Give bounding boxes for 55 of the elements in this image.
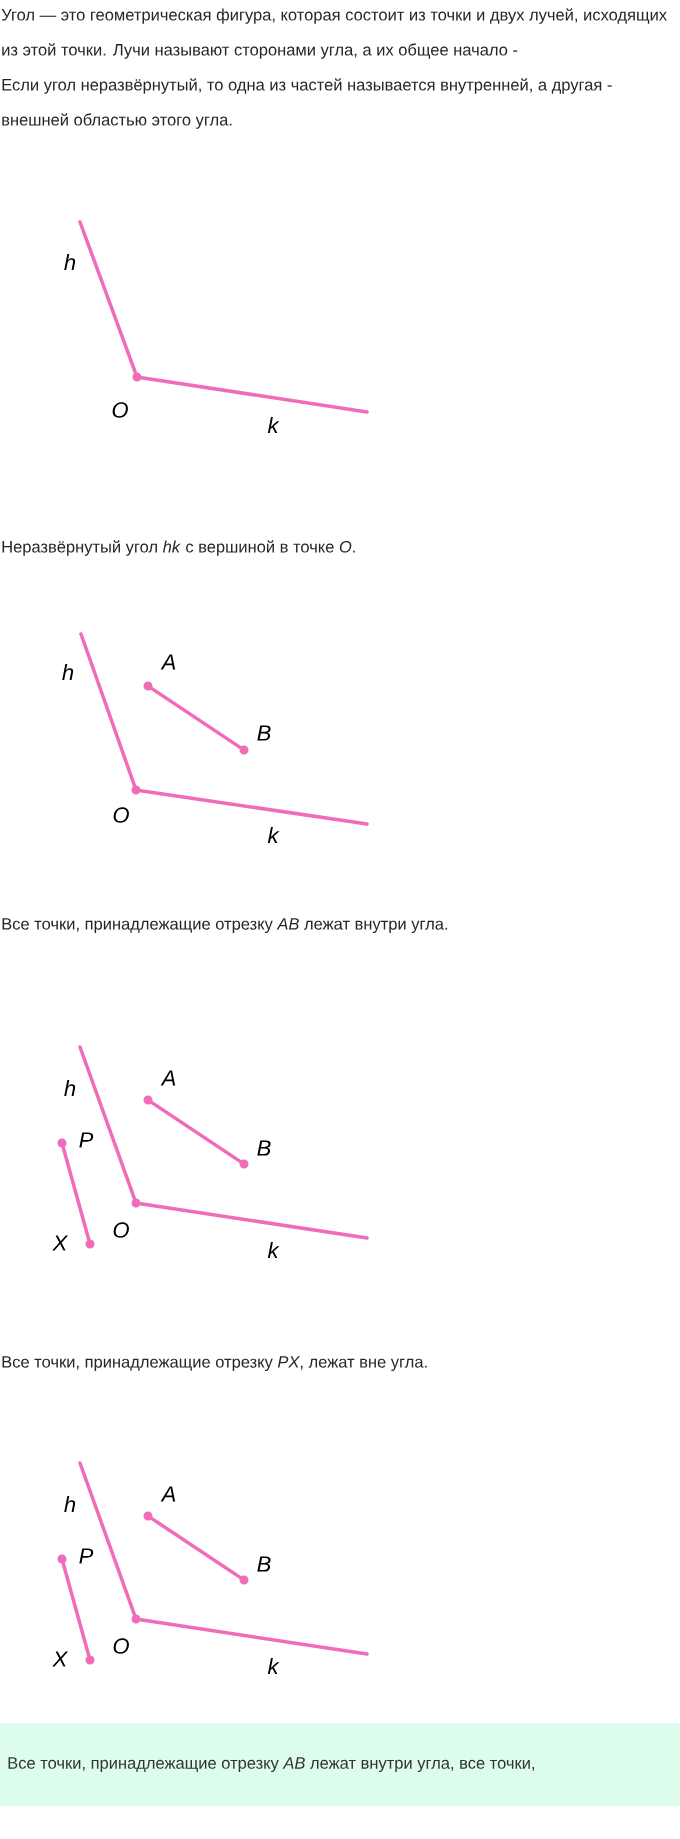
node-label: B	[257, 1140, 271, 1156]
labelled-point: B	[239, 1140, 271, 1169]
ray-label: h	[62, 664, 74, 680]
node-label: O	[113, 1222, 129, 1238]
labelled-point: A	[143, 654, 176, 691]
labelled-point: X	[52, 1235, 95, 1251]
ray-label: k	[267, 1242, 280, 1258]
node-label: X	[52, 1651, 69, 1667]
ray	[138, 788, 369, 826]
ray	[138, 1617, 369, 1656]
labelled-point: A	[143, 1486, 176, 1521]
node-label: A	[160, 1070, 176, 1086]
ray	[78, 1045, 137, 1201]
ray-label: k	[267, 1658, 280, 1674]
node-label: X	[52, 1235, 69, 1251]
labelled-point: O	[112, 372, 142, 418]
ray-label: k	[267, 827, 280, 843]
labelled-point: B	[239, 1556, 271, 1585]
segment	[150, 686, 242, 750]
node-label: B	[257, 725, 271, 741]
node-label: A	[160, 654, 176, 670]
labelled-point: O	[113, 785, 141, 823]
ray	[79, 632, 137, 788]
labelled-point: O	[113, 1198, 141, 1238]
segment	[150, 1100, 242, 1164]
labelled-point: P	[57, 1132, 94, 1148]
paragraph: Неразвёрнутый угол hk с вершиной в точке O.	[2, 540, 355, 556]
labelled-point: P	[57, 1548, 94, 1564]
ray	[138, 1201, 369, 1240]
ray-label: h	[64, 254, 76, 270]
labelled-point: B	[239, 725, 271, 755]
ray-label: h	[64, 1080, 76, 1096]
node-label: O	[113, 807, 129, 823]
ray-label: h	[64, 1496, 76, 1512]
segment	[61, 1145, 91, 1242]
segment	[150, 1516, 242, 1580]
labelled-point: X	[52, 1651, 95, 1667]
ray	[78, 220, 138, 375]
ray-label: k	[267, 417, 280, 433]
node-label: A	[160, 1486, 176, 1502]
highlight-band: Все точки, принадлежащие отрезку AB лежат внутри угла, все точки,	[0, 1723, 680, 1807]
node-label: P	[79, 1132, 94, 1148]
paragraph: Все точки, принадлежащие отрезку PX, лежат вне угла.	[2, 1356, 427, 1371]
labelled-point: A	[143, 1070, 176, 1105]
labelled-point: O	[113, 1614, 141, 1654]
paragraph: Угол — это геометрическая фигура, которая состоит из точки и двух лучей, исходящих из этой точки. Лучи называют сторонами угла, а их общее начало -	[1, 8, 667, 59]
paragraph: Если угол неразвёрнутый, то одна из частей называется внутренней, а другая - внешней областью этого угла.	[2, 78, 612, 129]
node-label: O	[112, 402, 128, 418]
ray	[139, 375, 369, 414]
node-label: B	[257, 1556, 271, 1572]
paragraph: Все точки, принадлежащие отрезку AB лежат внутри угла.	[2, 918, 448, 933]
node-label: O	[113, 1638, 129, 1654]
node-label: P	[79, 1548, 94, 1564]
segment	[61, 1561, 91, 1658]
ray	[78, 1461, 137, 1617]
